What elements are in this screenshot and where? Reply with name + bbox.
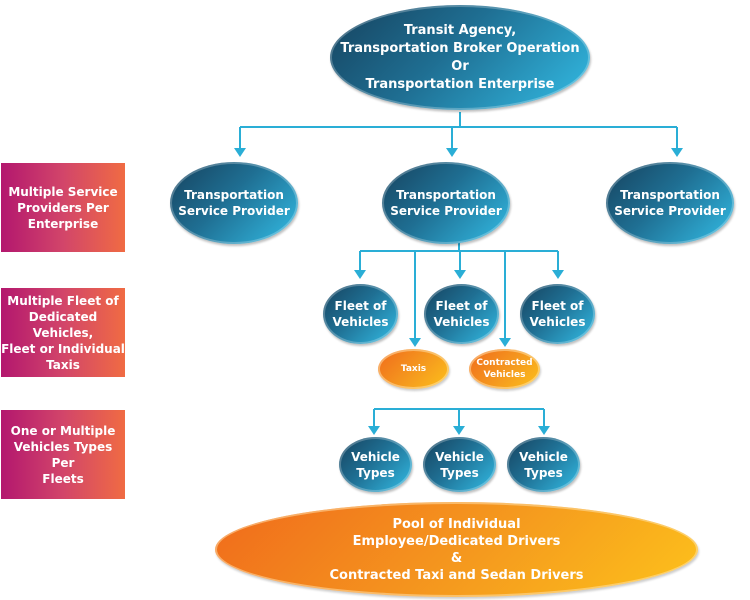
arrowhead xyxy=(538,426,550,435)
arrowhead xyxy=(552,270,564,279)
arrowhead xyxy=(354,270,366,279)
arrowhead xyxy=(446,148,458,157)
fleet-node: Fleet of Vehicles xyxy=(520,284,595,344)
provider-node: Transportation Service Provider xyxy=(606,162,734,244)
vehicle-types-node: Vehicle Types xyxy=(423,437,496,492)
contracted-vehicles-node: Contracted Vehicles xyxy=(469,349,540,389)
arrowhead xyxy=(453,426,465,435)
row-label-fleets: Multiple Fleet of Dedicated Vehicles, Fl… xyxy=(1,288,125,377)
provider-node: Transportation Service Provider xyxy=(382,162,510,244)
top-node-enterprise: Transit Agency, Transportation Broker Op… xyxy=(330,5,590,110)
driver-pool-node: Pool of Individual Employee/Dedicated Dr… xyxy=(215,502,698,597)
vehicle-types-node: Vehicle Types xyxy=(339,437,412,492)
fleet-node: Fleet of Vehicles xyxy=(323,284,398,344)
arrowhead xyxy=(454,270,466,279)
arrowhead xyxy=(368,426,380,435)
top-node-text: Transit Agency, Transportation Broker Op… xyxy=(340,22,580,92)
vehicle-types-node: Vehicle Types xyxy=(507,437,580,492)
provider-node: Transportation Service Provider xyxy=(170,162,298,244)
row-label-providers: Multiple Service Providers Per Enterpris… xyxy=(1,163,125,252)
arrowhead xyxy=(234,148,246,157)
arrowhead xyxy=(671,148,683,157)
fleet-node: Fleet of Vehicles xyxy=(424,284,499,344)
taxis-node: Taxis xyxy=(378,349,449,389)
arrowhead xyxy=(409,338,421,347)
arrowhead xyxy=(499,338,511,347)
row-label-vehicle-types: One or Multiple Vehicles Types Per Fleet… xyxy=(1,410,125,499)
